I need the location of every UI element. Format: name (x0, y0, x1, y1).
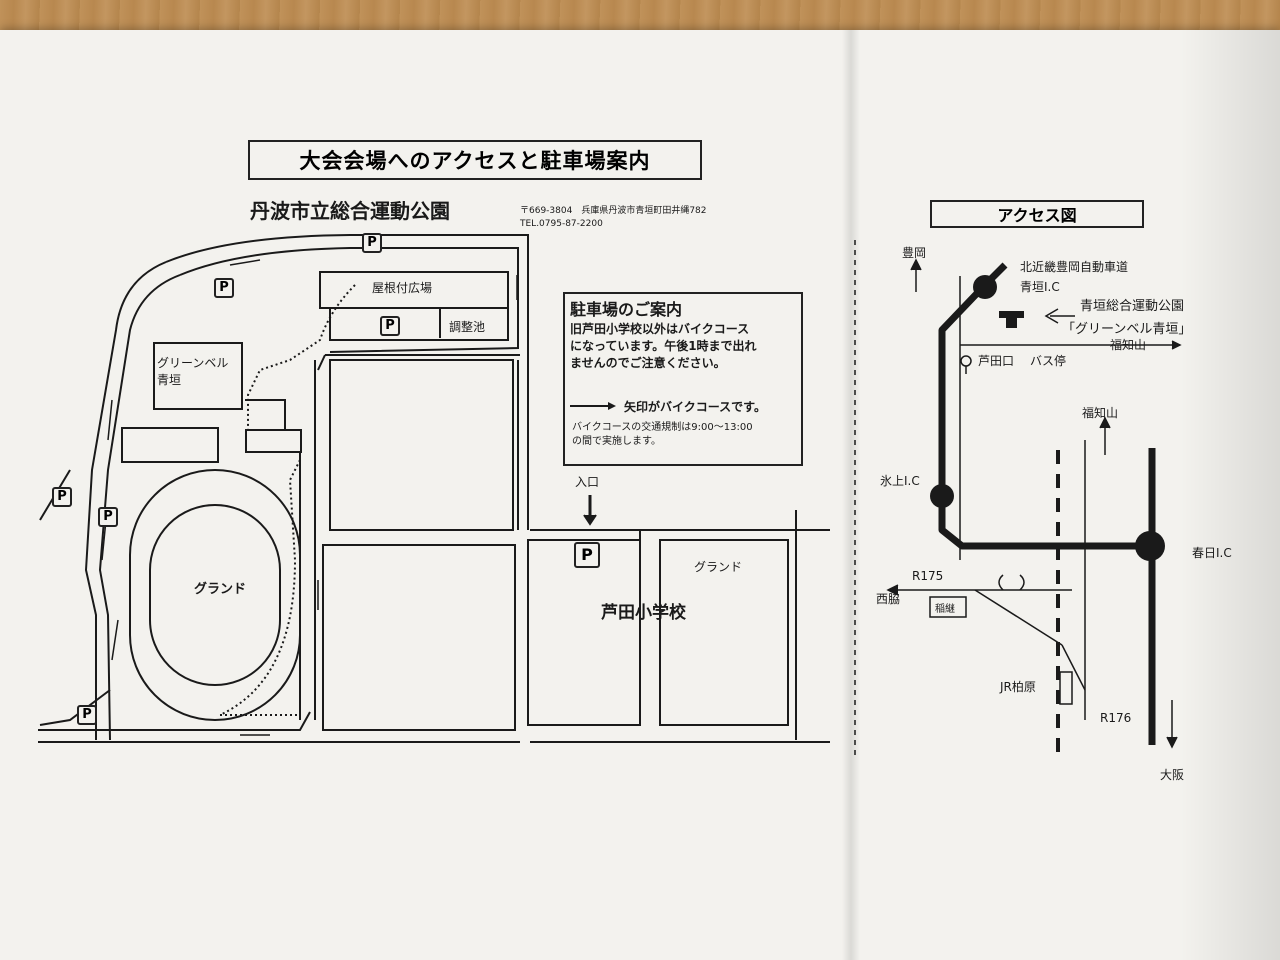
toyooka-label: 豊岡 (902, 246, 927, 260)
kasuga-ic-label: 春日I.C (1192, 546, 1232, 560)
bottom-road (38, 711, 311, 731)
notice-title: 駐車場のご案内 (570, 300, 683, 319)
park-tel: TEL.0795-87-2200 (520, 219, 603, 229)
greenbell-label-line1: グリーンベル (157, 356, 229, 370)
roof-plaza-label: 屋根付広場 (372, 281, 433, 295)
notice-line: ませんのでご注意ください。 (570, 356, 726, 370)
ground-label: グランド (194, 582, 247, 597)
outer-road-top (179, 247, 519, 353)
hikami-ic-node (930, 484, 954, 508)
parking-sign: P (98, 507, 118, 527)
entrance-label: 入口 (575, 475, 600, 489)
kasuga-ic-node (1135, 531, 1165, 561)
park-address: 〒669-3804 兵庫県丹波市青垣町田井縄782 (520, 206, 707, 216)
hikami-ic-label: 氷上I.C (880, 474, 920, 488)
parking-sign-school: P (574, 542, 600, 568)
school-ground-label: グランド (694, 560, 743, 574)
parking-sign: P (77, 705, 97, 725)
ashidaguchi-label: 芦田口 (978, 354, 1015, 368)
notice-line: 旧芦田小学校以外はバイクコース (570, 322, 750, 336)
parking-sign: P (214, 278, 234, 298)
jr-kaibara-label: JR柏原 (1000, 680, 1036, 694)
fukuchiyama-label-2: 福知山 (1082, 406, 1119, 420)
parking-notice-box (563, 292, 803, 466)
facility-name-label: 「グリーンベル青垣」 (1062, 322, 1192, 337)
fukuchiyama-label-1: 福知山 (1110, 338, 1147, 352)
inatsugi-label: 稲継 (935, 604, 955, 615)
paper-sheet (0, 30, 1280, 960)
aogaki-ic-node (973, 275, 997, 299)
expressway-label: 北近畿豊岡自動車道 (1020, 260, 1129, 274)
notice-regulation-line2: の間で実施します。 (572, 436, 661, 447)
park-name: 丹波市立総合運動公園 (250, 199, 450, 223)
parking-sign: P (52, 487, 72, 507)
bus-stop-label: バス停 (1030, 354, 1067, 368)
r175-label: R175 (912, 569, 944, 583)
document-title: 大会会場へのアクセスと駐車場案内 (248, 140, 702, 180)
access-map-title: アクセス図 (930, 200, 1144, 228)
facility-label: 青垣総合運動公園 (1080, 299, 1185, 314)
nishiwaki-label: 西脇 (876, 592, 901, 606)
osaka-label: 大阪 (1160, 768, 1185, 782)
parking-sign: P (362, 233, 382, 253)
greenbell-label-line2: 青垣 (157, 373, 182, 387)
notice-regulation-line1: バイクコースの交通規制は9:00〜13:00 (572, 422, 753, 433)
parking-sign: P (380, 316, 400, 336)
notice-line: になっています。午後1時まで出れ (570, 339, 757, 353)
r176-label: R176 (1100, 711, 1132, 725)
aogaki-ic-label: 青垣I.C (1020, 280, 1060, 294)
school-label: 芦田小学校 (601, 603, 686, 623)
page-edge-shadow (1180, 30, 1280, 960)
pond-label: 調整池 (449, 320, 486, 334)
notice-arrow-text: 矢印がバイクコースです。 (624, 400, 766, 414)
